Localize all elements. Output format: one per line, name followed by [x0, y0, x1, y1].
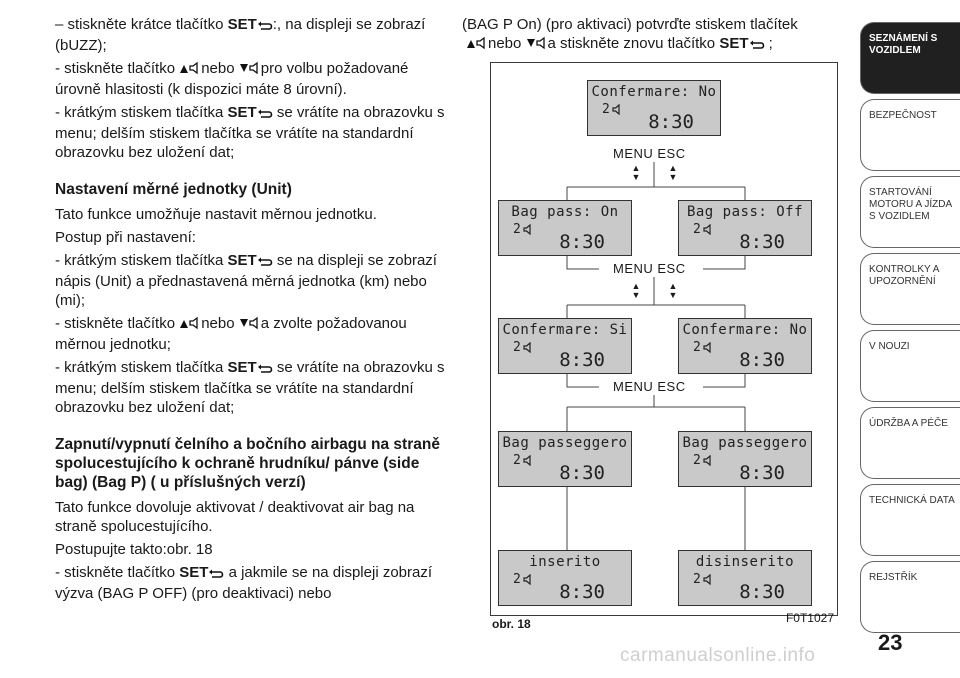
figure-number: obr. 18: [492, 617, 531, 631]
set-keyword: SET: [227, 16, 257, 33]
volume-indicator: 2: [693, 340, 714, 355]
diagram-connector-lines: [566, 162, 746, 550]
volume-down-icon: [239, 61, 261, 80]
tab-startovani-motoru[interactable]: STARTOVÁNÍ MOTORU A JÍZDA S VOZIDLEM: [860, 176, 960, 248]
speaker-icon: [703, 455, 711, 466]
paragraph: Tato funkce dovoluje aktivovat / deaktiv…: [55, 499, 415, 535]
paragraph: Postupujte takto:obr. 18: [55, 541, 213, 558]
lcd-bag-passeggero-right: Bag passeggero 2 8:30: [678, 431, 812, 487]
page-number: 23: [878, 630, 903, 655]
volume-indicator: 2: [513, 453, 534, 468]
volume-indicator: 2: [513, 340, 534, 355]
lcd-confermare-no-top: Confermare: No 2 8:30: [587, 80, 721, 136]
tab-seznameni-s-vozidlem[interactable]: SEZNÁMENÍ S VOZIDLEM: [860, 22, 960, 94]
volume-indicator: 2: [513, 222, 534, 237]
menu-flow-diagram: Confermare: No 2 8:30 MENU ESC ▲▼ ▲▼ Bag…: [490, 62, 838, 616]
lcd-confermare-no: Confermare: No 2 8:30: [678, 318, 812, 374]
speaker-icon: [703, 574, 711, 585]
lcd-bag-pass-off: Bag pass: Off 2 8:30: [678, 200, 812, 256]
up-down-arrows-icon: ▲▼: [668, 281, 678, 300]
figure-code: F0T1027: [785, 611, 834, 625]
lcd-bag-pass-on: Bag pass: On 2 8:30: [498, 200, 632, 256]
tab-technicka-data[interactable]: TECHNICKÁ DATA: [860, 484, 960, 556]
right-column-text: (BAG P On) (pro aktivaci) potvrďte stisk…: [462, 15, 842, 55]
paragraph: - krátkým stiskem tlačítka SET se na dis…: [55, 252, 437, 309]
paragraph: Tato funkce umožňuje nastavit měrnou jed…: [55, 206, 377, 223]
paragraph: - stiskněte tlačítko SET a jakmile se na…: [55, 564, 433, 602]
volume-up-icon: [466, 36, 488, 55]
lcd-confermare-si: Confermare: Si 2 8:30: [498, 318, 632, 374]
set-return-icon: [257, 360, 273, 379]
volume-indicator: 2: [693, 572, 714, 587]
lcd-inserito: inserito 2 8:30: [498, 550, 632, 606]
menu-esc-label: MENU ESC: [613, 261, 686, 276]
lcd-disinserito: disinserito 2 8:30: [678, 550, 812, 606]
up-down-arrows-icon: ▲▼: [668, 163, 678, 182]
up-down-arrows-icon: ▲▼: [631, 281, 641, 300]
volume-indicator: 2: [513, 572, 534, 587]
paragraph: – stiskněte krátce tlačítko SET:, na dis…: [55, 16, 426, 54]
volume-indicator: 2: [602, 102, 623, 117]
section-heading-unit: Nastavení měrné jednotky (Unit): [55, 181, 292, 198]
chapter-tabs: SEZNÁMENÍ S VOZIDLEM BEZPEČNOST STARTOVÁ…: [860, 22, 960, 638]
up-down-arrows-icon: ▲▼: [631, 163, 641, 182]
volume-down-icon: [526, 36, 548, 55]
tab-kontrolky[interactable]: KONTROLKY A UPOZORNĚNÍ: [860, 253, 960, 325]
tab-v-nouzi[interactable]: V NOUZI: [860, 330, 960, 402]
speaker-icon: [612, 104, 620, 115]
paragraph: - krátkým stiskem tlačítka SET se vrátít…: [55, 104, 445, 161]
tab-rejstrik[interactable]: REJSTŘÍK: [860, 561, 960, 633]
paragraph: Postup při nastavení:: [55, 229, 196, 246]
volume-up-icon: [179, 316, 201, 335]
set-return-icon: [257, 253, 273, 272]
volume-up-icon: [179, 61, 201, 80]
speaker-icon: [523, 455, 531, 466]
set-return-icon: [257, 105, 273, 124]
volume-indicator: 2: [693, 453, 714, 468]
watermark: carmanualsonline.info: [620, 645, 816, 666]
volume-down-icon: [239, 316, 261, 335]
speaker-icon: [523, 574, 531, 585]
tab-bezpecnost[interactable]: BEZPEČNOST: [860, 99, 960, 171]
set-return-icon: [257, 17, 273, 36]
paragraph: - stiskněte tlačítko nebo pro volbu poža…: [55, 60, 409, 98]
paragraph: nebo a stiskněte znovu tlačítko SET ;: [462, 34, 842, 55]
speaker-icon: [703, 224, 711, 235]
menu-esc-label: MENU ESC: [613, 379, 686, 394]
speaker-icon: [523, 342, 531, 353]
menu-esc-label: MENU ESC: [613, 146, 686, 161]
speaker-icon: [523, 224, 531, 235]
left-column: – stiskněte krátce tlačítko SET:, na dis…: [55, 15, 445, 607]
section-heading-airbag: Zapnutí/vypnutí čelního a bočního airbag…: [55, 436, 440, 491]
paragraph: (BAG P On) (pro aktivaci) potvrďte stisk…: [462, 16, 798, 33]
lcd-bag-passeggero-left: Bag passeggero 2 8:30: [498, 431, 632, 487]
set-return-icon: [749, 36, 765, 55]
speaker-icon: [703, 342, 711, 353]
paragraph: - stiskněte tlačítko nebo a zvolte požad…: [55, 315, 407, 353]
set-return-icon: [208, 565, 224, 584]
volume-indicator: 2: [693, 222, 714, 237]
tab-udrzba-a-pece[interactable]: ÚDRŽBA A PÉČE: [860, 407, 960, 479]
paragraph: - krátkým stiskem tlačítka SET se vrátít…: [55, 359, 445, 416]
